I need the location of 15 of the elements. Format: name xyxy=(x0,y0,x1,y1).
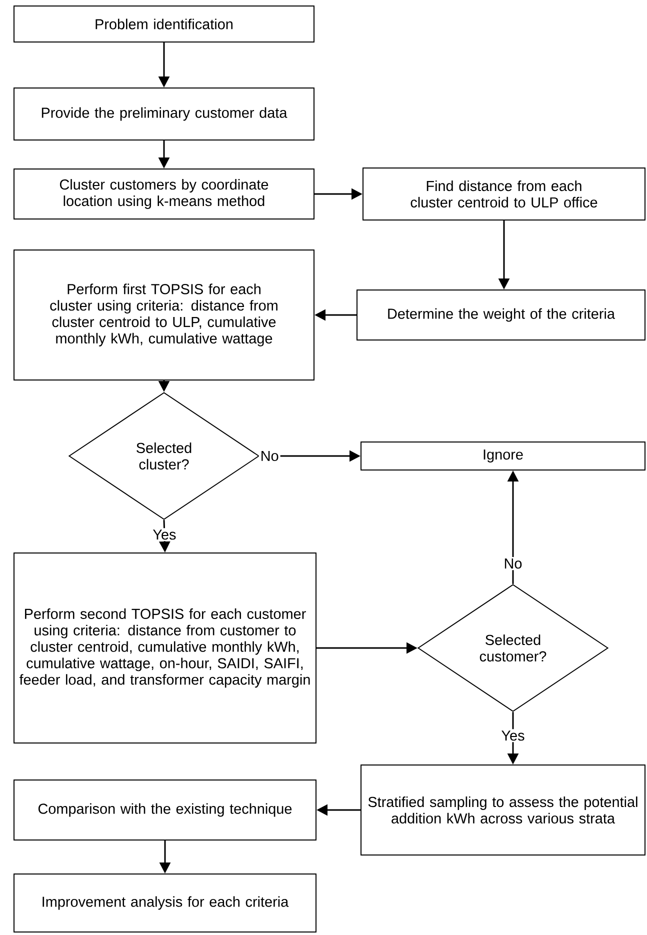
process-box: Provide the preliminary customer data xyxy=(14,88,314,140)
process-box: Stratified sampling to assess the potential addition kWh across various strata xyxy=(360,764,646,856)
process-box: Improvement analysis for each criteria xyxy=(14,874,316,932)
edge-label: Yes xyxy=(500,729,526,742)
process-box: Perform first TOPSIS for each cluster using criteria: distance from cluster centroid to ULP, cumulative monthly kWh, cumulative wattage xyxy=(14,250,314,380)
process-box: Ignore xyxy=(360,442,646,470)
edge-label: Yes xyxy=(151,528,178,542)
process-box: Find distance from each cluster centroid to ULP office xyxy=(362,168,646,220)
process-box: Cluster customers by coordinate location using k-means method xyxy=(14,168,314,220)
edge-label: No xyxy=(258,449,280,463)
edge-label: No xyxy=(502,557,524,570)
process-box: Problem identification xyxy=(14,6,314,42)
process-box: Perform second TOPSIS for each customer using criteria: distance from customer to cluster centroid, cumulative monthly kWh, cumulative wattage, on-hour, SAIDI, SAIFI, feeder load, and transformer capacity margin xyxy=(14,552,316,744)
process-box: Comparison with the existing technique xyxy=(14,780,316,840)
process-box: Determine the weight of the criteria xyxy=(356,290,646,340)
